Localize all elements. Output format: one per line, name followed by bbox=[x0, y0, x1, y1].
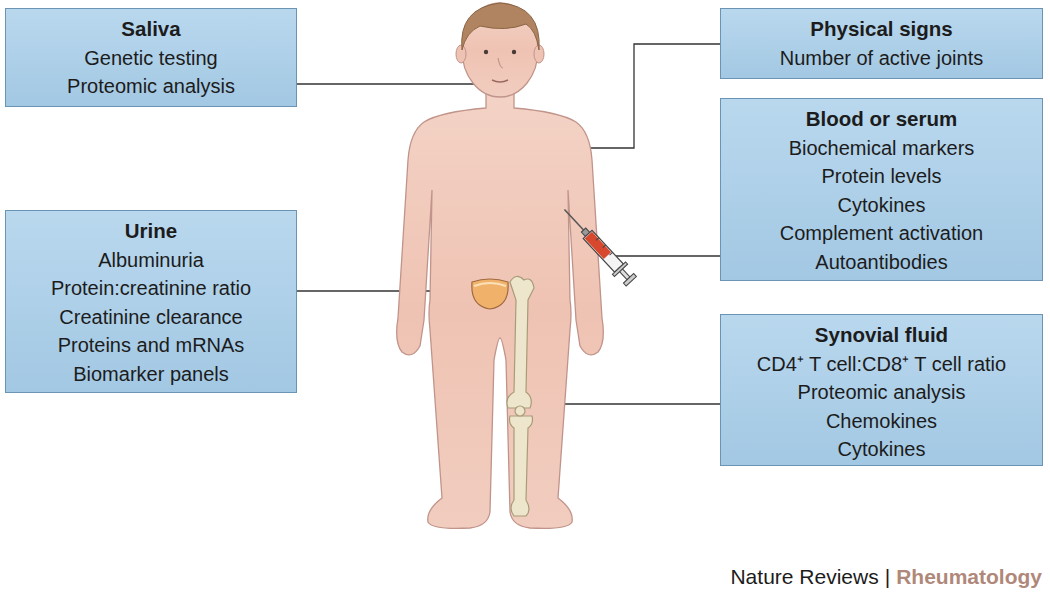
sample-box: Physical signsNumber of active joints bbox=[720, 8, 1043, 79]
box-item: Protein levels bbox=[721, 162, 1042, 191]
eye bbox=[512, 50, 516, 54]
box-heading: Synovial fluid bbox=[721, 321, 1042, 350]
nose bbox=[498, 58, 503, 68]
bladder bbox=[472, 279, 508, 309]
credit-text: Rheumatology bbox=[896, 565, 1042, 588]
box-item: Protein:creatinine ratio bbox=[6, 274, 296, 303]
leader-line bbox=[612, 255, 720, 256]
box-heading: Urine bbox=[6, 217, 296, 246]
box-item: Complement activation bbox=[721, 219, 1042, 248]
syringe bbox=[558, 203, 638, 287]
box-item: Cytokines bbox=[721, 435, 1042, 464]
sample-box: SalivaGenetic testingProteomic analysis bbox=[5, 8, 297, 107]
leg-bones bbox=[507, 276, 534, 516]
box-item: Autoantibodies bbox=[721, 248, 1042, 277]
box-item: Biochemical markers bbox=[721, 134, 1042, 163]
box-item: Biomarker panels bbox=[6, 360, 296, 389]
body-silhouette bbox=[397, 92, 604, 528]
sample-box: Synovial fluidCD4⁺ T cell:CD8⁺ T cell ra… bbox=[720, 314, 1043, 466]
box-heading: Saliva bbox=[6, 15, 296, 44]
box-item: CD4⁺ T cell:CD8⁺ T cell ratio bbox=[721, 350, 1042, 379]
hair bbox=[462, 3, 540, 50]
box-item: Chemokines bbox=[721, 407, 1042, 436]
box-item: Albuminuria bbox=[6, 246, 296, 275]
box-heading: Blood or serum bbox=[721, 105, 1042, 134]
box-item: Genetic testing bbox=[6, 44, 296, 73]
credit-text: Nature Reviews bbox=[730, 565, 878, 588]
leader-line bbox=[297, 83, 478, 84]
box-item: Number of active joints bbox=[721, 44, 1042, 73]
box-item: Proteomic analysis bbox=[721, 378, 1042, 407]
credit-text: | bbox=[885, 565, 890, 588]
box-item: Creatinine clearance bbox=[6, 303, 296, 332]
eye bbox=[484, 50, 488, 54]
mouth bbox=[492, 80, 508, 82]
box-item: Proteomic analysis bbox=[6, 72, 296, 101]
box-heading: Physical signs bbox=[721, 15, 1042, 44]
sample-box: UrineAlbuminuriaProtein:creatinine ratio… bbox=[5, 210, 297, 393]
box-item: Cytokines bbox=[721, 191, 1042, 220]
ear bbox=[456, 45, 466, 63]
box-item: Proteins and mRNAs bbox=[6, 331, 296, 360]
credit-line: Nature Reviews | Rheumatology bbox=[724, 565, 1042, 589]
sample-box: Blood or serumBiochemical markersProtein… bbox=[720, 98, 1043, 281]
